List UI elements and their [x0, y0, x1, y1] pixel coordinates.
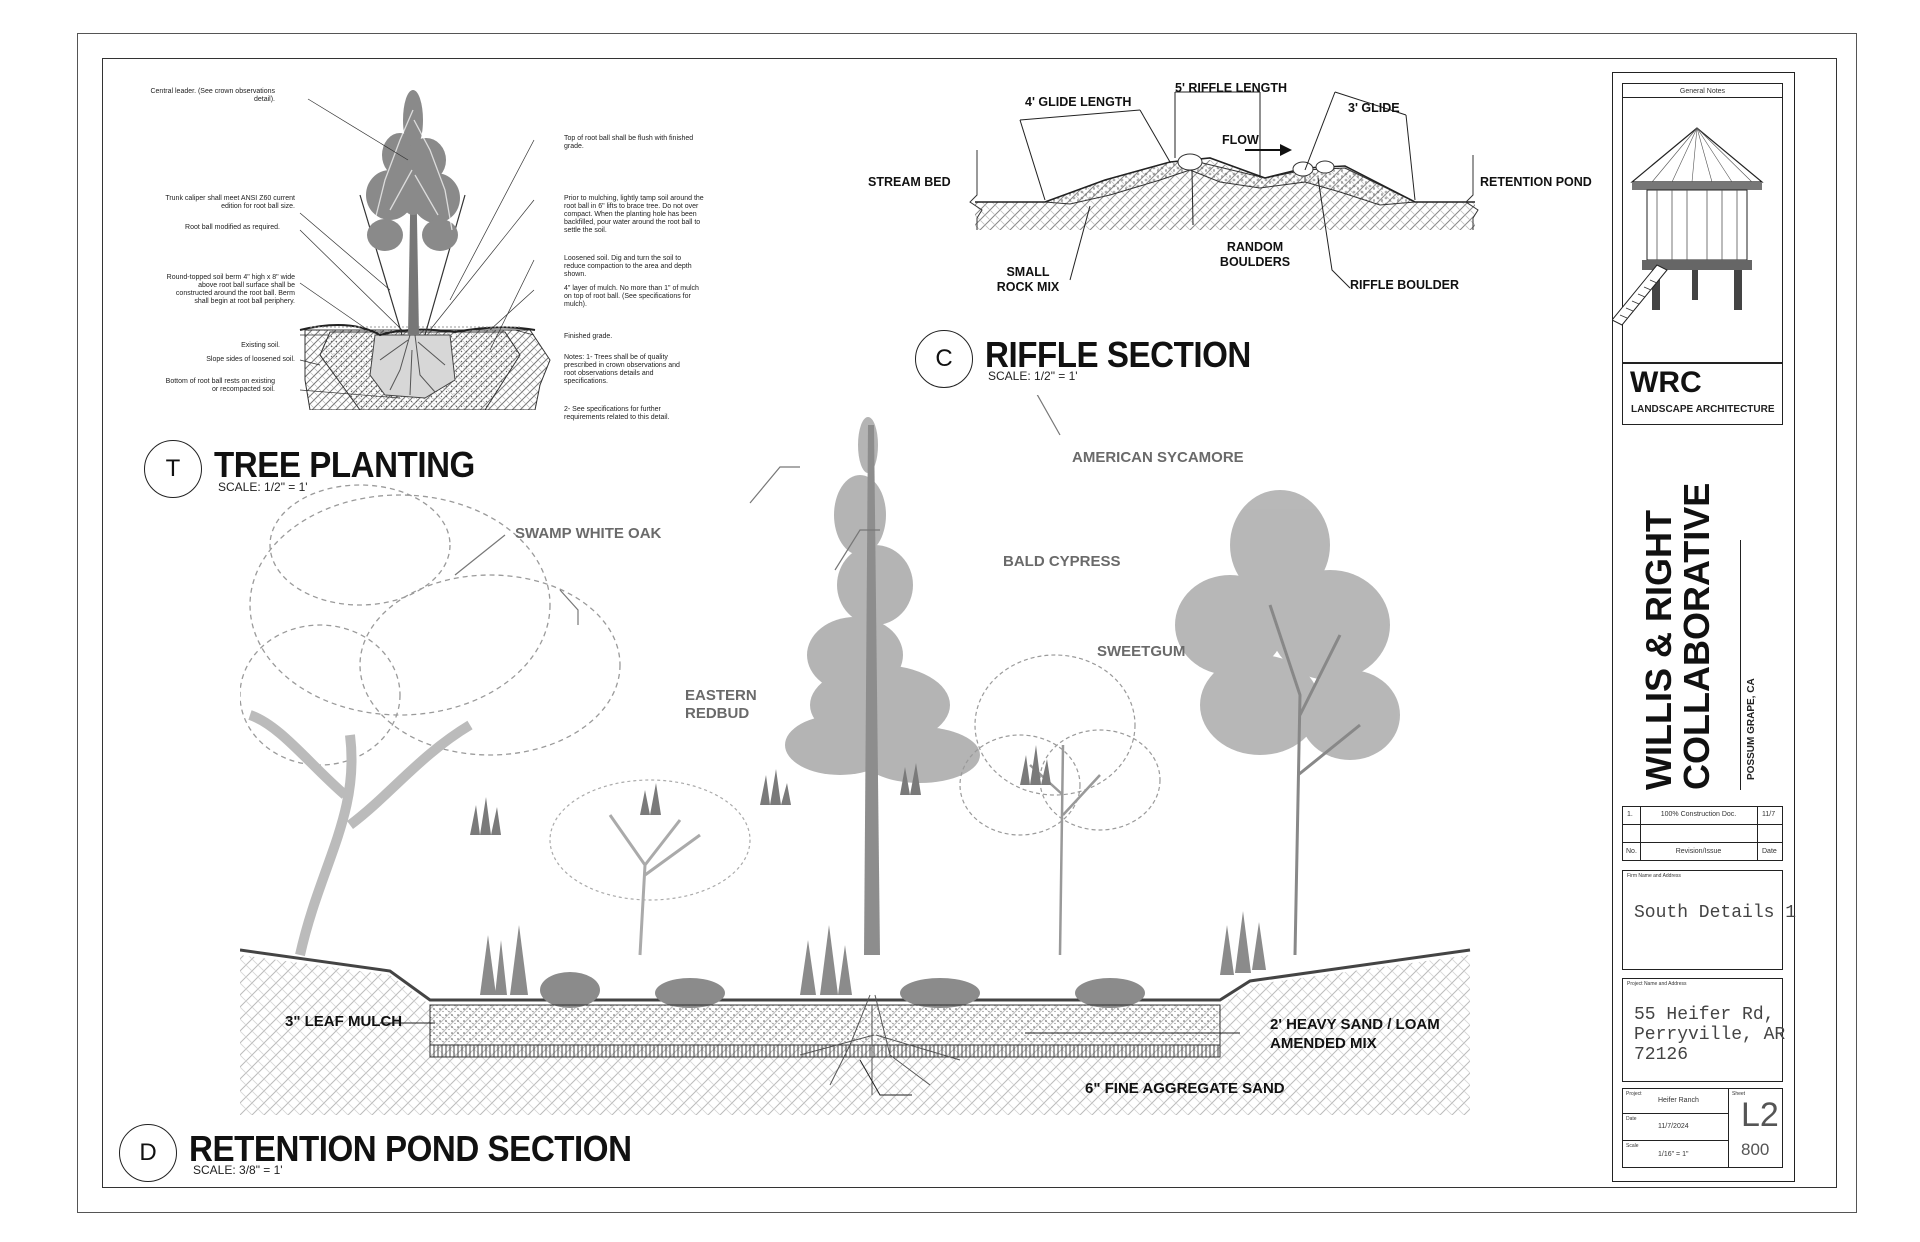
divider: [1622, 1113, 1728, 1114]
gazebo-illustration: [1612, 127, 1764, 326]
tree-note-bottom-root-ball: Bottom of root ball rests on existing or…: [165, 378, 275, 393]
firm-name-rotated: WILLIS & RIGHT COLLABORATIVE: [1638, 482, 1717, 790]
project-address-line-2: Perryville, AR: [1634, 1025, 1786, 1045]
general-notes-label: General Notes: [1679, 88, 1726, 95]
project-label: Project: [1626, 1091, 1642, 1097]
project-name-address-label: Project Name and Address: [1627, 981, 1687, 987]
scale-label: Scale: [1626, 1143, 1639, 1149]
tree-note-slope-sides: Slope sides of loosened soil.: [206, 356, 295, 363]
divider: [1622, 824, 1783, 825]
retention-pond-drawing: [240, 395, 1471, 1115]
divider: [1622, 1140, 1728, 1141]
revision-desc: 100% Construction Doc.: [1660, 811, 1737, 818]
tree-planting-scale: SCALE: 1/2" = 1': [218, 480, 308, 494]
riffle-length-label: 5' RIFFLE LENGTH: [1175, 81, 1287, 95]
tree-note-central-leader: Central leader. (See crown observations …: [150, 88, 275, 103]
layer-label-fine-sand: 6" FINE AGGREGATE SAND: [1085, 1080, 1285, 1097]
riffle-small-rock-label: SMALL ROCK MIX: [996, 265, 1060, 294]
retention-section-title: RETENTION POND SECTION: [189, 1128, 632, 1169]
tree-note-notes-1: Notes: 1- Trees shall be of quality pres…: [564, 354, 680, 385]
tree-label-swamp-white-oak: SWAMP WHITE OAK: [515, 525, 662, 542]
divider: [1728, 1088, 1729, 1168]
firm-abbr: WRC: [1630, 366, 1702, 399]
scale-value: 1/16" = 1": [1658, 1151, 1689, 1158]
layer-label-heavy-sand: 2' HEAVY SAND / LOAM AMENDED MIX: [1270, 1016, 1440, 1052]
riffle-stream-bed-label: STREAM BED: [868, 175, 951, 189]
divider: [1757, 806, 1758, 861]
tree-planting-title: TREE PLANTING: [214, 444, 475, 485]
retention-section-marker: D: [119, 1124, 177, 1182]
project-address-line-1: 55 Heifer Rd,: [1634, 1005, 1775, 1025]
riffle-section-title: RIFFLE SECTION: [985, 334, 1251, 375]
sheet-outer-border: [77, 33, 1857, 1213]
tree-note-loosened-soil: Loosened soil. Dig and turn the soil to …: [564, 255, 692, 278]
firm-logo-panel: [1622, 363, 1783, 425]
riffle-retention-pond-label: RETENTION POND: [1480, 175, 1592, 189]
riffle-boulder-label: RIFFLE BOULDER: [1350, 278, 1460, 292]
title-block: [1612, 72, 1795, 1182]
sheet-label: Sheet: [1732, 1091, 1746, 1097]
tree-note-soil-berm: Round-topped soil berm 4" high x 8" wide…: [166, 274, 295, 305]
tree-note-trunk-caliper: Trunk caliper shall meet ANSI Z60 curren…: [165, 195, 295, 210]
tree-note-root-ball: Root ball modified as required.: [185, 224, 280, 231]
firm-name-address-label: Firm Name and Address: [1627, 873, 1681, 879]
project-address-line-3: 72126: [1634, 1045, 1689, 1065]
firm-name-line-1: WILLIS & RIGHT: [1638, 510, 1679, 790]
rev-header-no: No.: [1626, 848, 1637, 855]
firm-name-line-2: COLLABORATIVE: [1676, 482, 1717, 790]
tree-note-mulch-layer: 4" layer of mulch. No more than 1" of mu…: [564, 285, 699, 308]
sheet-info-panel: [1622, 1088, 1783, 1168]
divider: [1640, 806, 1641, 861]
tree-planting-drawing: [299, 90, 551, 410]
rev-header-desc: Revision/Issue: [1675, 848, 1722, 855]
divider: [1622, 97, 1783, 98]
riffle-flow-label: FLOW: [1222, 133, 1259, 147]
riffle-glide-left-label: 4' GLIDE LENGTH: [1025, 95, 1132, 109]
revision-date: 11/7: [1762, 811, 1776, 818]
riffle-section-drawing: [969, 91, 1479, 289]
riffle-glide-right-label: 3' GLIDE: [1348, 101, 1400, 115]
tree-label-sweetgum: SWEETGUM: [1097, 643, 1186, 660]
date-label: Date: [1626, 1116, 1637, 1122]
sheet-inner-border: [102, 58, 1837, 1188]
sheet-number: L2: [1741, 1096, 1779, 1134]
tree-note-finished-grade: Finished grade.: [564, 333, 613, 340]
project-address-panel: [1622, 978, 1783, 1082]
retention-section-scale: SCALE: 3/8" = 1': [193, 1163, 283, 1177]
drawing-title-panel: [1622, 870, 1783, 970]
tree-note-mulching: Prior to mulching, lightly tamp soil aro…: [564, 195, 704, 234]
rev-header-date: Date: [1762, 848, 1777, 855]
drawing-title: South Details 1: [1634, 903, 1797, 923]
tree-note-existing-soil: Existing soil.: [241, 342, 280, 349]
tree-label-bald-cypress: BALD CYPRESS: [1003, 553, 1121, 570]
riffle-random-boulders-label: RANDOM BOULDERS: [1219, 240, 1291, 269]
revision-no: 1.: [1627, 811, 1633, 818]
riffle-section-scale: SCALE: 1/2" = 1': [988, 369, 1078, 383]
tree-label-american-sycamore: AMERICAN SYCAMORE: [1072, 449, 1244, 466]
project-value: Heifer Ranch: [1658, 1097, 1699, 1104]
firm-location: POSSUM GRAPE, CA: [1746, 678, 1757, 780]
tree-note-top-root-ball: Top of root ball shall be flush with fin…: [564, 135, 694, 150]
general-notes-panel: [1622, 83, 1783, 363]
revision-table: [1622, 806, 1783, 861]
tree-planting-marker: T: [144, 440, 202, 498]
layer-label-leaf-mulch: 3" LEAF MULCH: [285, 1013, 403, 1030]
date-value: 11/7/2024: [1658, 1123, 1689, 1130]
firm-name-divider: [1740, 540, 1741, 790]
riffle-section-marker: C: [915, 330, 973, 388]
tree-label-eastern-redbud: EASTERN REDBUD: [685, 687, 757, 722]
tree-note-notes-2: 2- See specifications for further requir…: [564, 406, 670, 421]
firm-type: LANDSCAPE ARCHITECTURE: [1631, 404, 1775, 415]
divider: [1622, 842, 1783, 843]
sheet-sub-number: 800: [1741, 1140, 1770, 1159]
